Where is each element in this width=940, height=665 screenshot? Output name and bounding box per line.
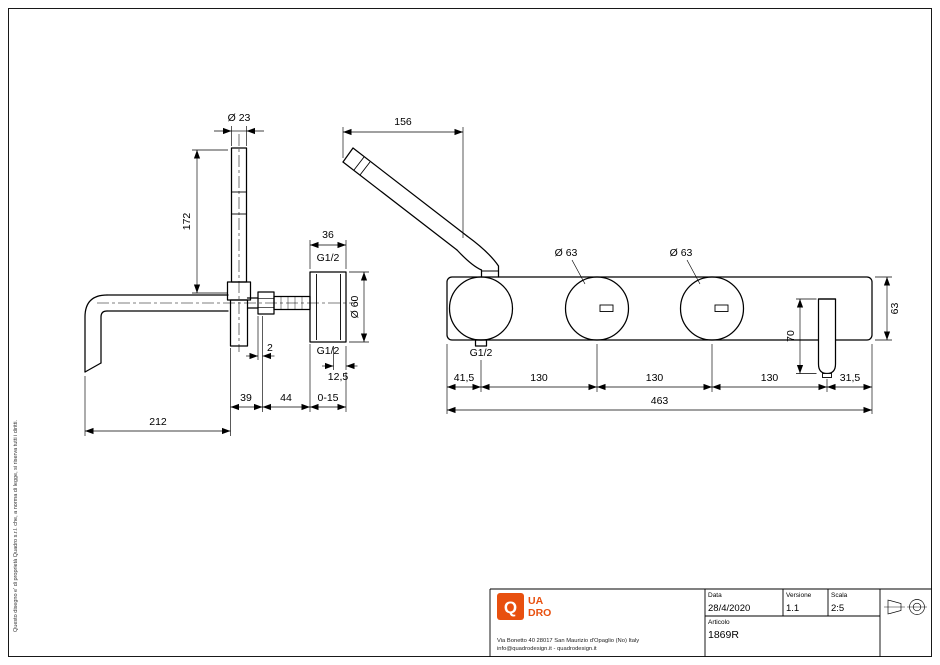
field-data-label: Data (708, 592, 722, 599)
dim-dia63-right: Ø 63 (670, 247, 693, 259)
knob-circle-left (564, 276, 630, 341)
mixer-bar (446, 276, 873, 341)
title-block: Q UA DRO Via Bonetto 40 28017 San Mauriz… (489, 588, 932, 657)
handshower-holder-circle (448, 276, 514, 341)
sheet-border (8, 8, 932, 657)
dim-41-5: 41,5 (454, 372, 475, 384)
field-articolo-label: Articolo (708, 619, 730, 626)
dim-156: 156 (394, 116, 412, 128)
field-articolo-value: 1869R (708, 629, 739, 641)
dim-130-b: 130 (646, 372, 664, 384)
quadro-logo-box (497, 593, 524, 620)
spout-outlet (84, 362, 102, 373)
spout-aerator (822, 373, 832, 378)
projection-symbol-cone (887, 599, 902, 615)
knob-side (309, 271, 347, 343)
dim-36: 36 (322, 229, 334, 241)
hose-outlet-stub (474, 339, 488, 347)
dim-212: 212 (149, 416, 167, 428)
label-g12-top: G1/2 (317, 252, 340, 264)
dim-463: 463 (651, 395, 669, 407)
spout-outer-bend (84, 294, 108, 373)
dim-2: 2 (267, 342, 273, 354)
dim-172: 172 (181, 213, 193, 231)
dim-44: 44 (280, 392, 292, 404)
ownership-note: Questo disegno e' di proprietà Quadro s.… (13, 420, 19, 632)
spout-front (817, 298, 837, 375)
quadro-logo-q: Q (504, 598, 517, 617)
leader-line (571, 259, 586, 285)
dim-31-5: 31,5 (840, 372, 861, 384)
leader-line (686, 259, 701, 285)
wall-plate-side (229, 299, 249, 347)
knob-circle-right (679, 276, 745, 341)
spout-inner-bend (100, 310, 108, 364)
quadro-logo-dro: DRO (528, 607, 551, 619)
dim-130-c: 130 (761, 372, 779, 384)
address-line-2: info@quadrodesign.it - quadrodesign.it (497, 646, 597, 652)
knob-handle-notch (714, 304, 729, 312)
dim-130-a: 130 (530, 372, 548, 384)
dim-39: 39 (240, 392, 252, 404)
dim-12-5: 12,5 (328, 371, 349, 383)
handshower-front (342, 161, 458, 251)
dim-dia23: Ø 23 (228, 112, 251, 124)
side-view: Ø 23 172 36 G1/2 Ø 60 G1/2 2 12,5 (84, 112, 369, 436)
field-versione-value: 1.1 (786, 603, 799, 614)
dim-63: 63 (889, 303, 901, 315)
dim-dia63-left: Ø 63 (555, 247, 578, 259)
field-data-value: 28/4/2020 (708, 603, 750, 614)
dim-0-15: 0-15 (317, 392, 338, 404)
address-line-1: Via Bonetto 40 28017 San Maurizio d'Opag… (497, 638, 639, 644)
handshower-head-line (353, 156, 365, 171)
label-g12-bottom: G1/2 (317, 345, 340, 357)
field-versione-label: Versione (786, 592, 812, 599)
handshower-head-line (359, 161, 371, 176)
field-scala-value: 2:5 (831, 603, 844, 614)
handshower-head-cap (342, 147, 354, 163)
field-scala-label: Scala (831, 592, 848, 599)
quadro-logo-ua: UA (528, 595, 544, 607)
knob-handle-notch (599, 304, 614, 312)
handshower-front (352, 147, 468, 237)
label-g12-front: G1/2 (470, 347, 493, 359)
hose-elbow-outer (456, 249, 483, 278)
hose-elbow-inner (466, 235, 500, 278)
projection-symbol (884, 599, 927, 615)
dim-70: 70 (785, 330, 797, 342)
front-view: 156 Ø 63 Ø 63 G1/2 63 70 41,5 130 130 13… (342, 116, 901, 414)
dim-dia60: Ø 60 (349, 295, 361, 318)
